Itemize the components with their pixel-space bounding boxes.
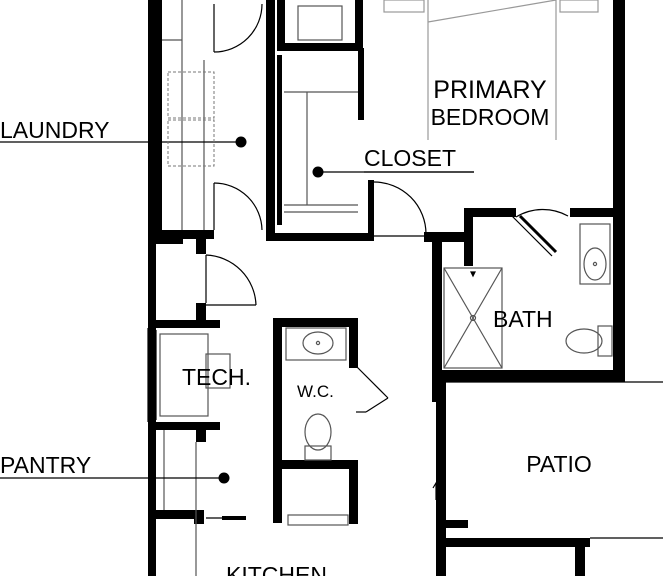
door-wc-leaf-b xyxy=(365,397,389,413)
tech-desk xyxy=(159,333,209,417)
wc-sink-drain xyxy=(315,340,321,346)
wall-bath-top-right xyxy=(570,208,625,217)
wall-wc-right-b xyxy=(349,460,358,524)
label-kitchen: KITCHEN xyxy=(226,562,327,576)
label-wc: W.C. xyxy=(297,382,334,401)
wall-pantry-bottom-a xyxy=(148,510,198,519)
pantry-dot xyxy=(218,472,230,484)
wall-pantry-bottom-b xyxy=(194,510,204,524)
wc-toilet-tank xyxy=(304,445,332,461)
wall-tech-top xyxy=(148,320,220,328)
bath-toilet-bowl xyxy=(565,328,603,354)
bath-toilet-tank xyxy=(597,325,613,357)
label-bedroom: BEDROOM xyxy=(431,104,550,130)
door-closet-swing xyxy=(373,181,427,235)
wall-wc-mid xyxy=(282,460,358,469)
wc-sink xyxy=(302,331,334,355)
washer-dryer xyxy=(167,71,215,167)
wall-upper-closet-left xyxy=(277,0,285,48)
wc-lower-shelf xyxy=(287,514,349,526)
wall-tech-left-post xyxy=(196,236,206,254)
bed-outline xyxy=(383,0,599,140)
wall-laundry-left xyxy=(148,0,162,236)
door-bath-leaf-a xyxy=(511,215,553,257)
door-bath-swing xyxy=(515,208,569,218)
room-labels: LAUNDRY PRIMARY BEDROOM CLOSET BATH TECH… xyxy=(0,76,592,576)
shower-diag-b xyxy=(443,267,503,369)
wall-closet-inner xyxy=(277,55,282,225)
wall-bath-bottom xyxy=(442,370,625,382)
wall-tech-nib xyxy=(196,303,206,325)
patio-arrow-head xyxy=(432,481,440,489)
laundry-dot xyxy=(235,136,247,148)
wall-upper-closet-bottom xyxy=(277,43,363,51)
walls xyxy=(148,0,625,576)
label-laundry: LAUNDRY xyxy=(0,117,110,143)
wall-bath-left xyxy=(432,240,442,402)
bath-sink xyxy=(583,247,607,281)
upper-closet-shelf xyxy=(297,5,343,41)
bath-sink-drain xyxy=(592,261,598,267)
wall-wc-top xyxy=(273,318,357,327)
label-tech: TECH. xyxy=(182,364,251,390)
wall-laundry-bottom xyxy=(148,230,214,239)
wall-bath-nib xyxy=(464,208,473,266)
wall-bath-top xyxy=(464,208,516,217)
tech-desk-inner xyxy=(205,353,231,389)
wc-toilet-bowl xyxy=(304,413,332,451)
wall-tech-bottom xyxy=(148,422,220,430)
wall-closet-right-b xyxy=(368,180,374,241)
label-pantry: PANTRY xyxy=(0,452,91,478)
wall-closet-right-a xyxy=(358,48,364,120)
wall-upper-closet-right xyxy=(355,0,363,48)
wall-wc-right-a xyxy=(349,318,358,368)
room-dots xyxy=(218,136,324,484)
door-laundry-top-swing xyxy=(213,3,263,53)
door-bath-leaf-b xyxy=(518,214,558,254)
door-wc-leaf-a xyxy=(355,365,389,399)
wall-wc-left xyxy=(273,318,282,523)
shower-drain xyxy=(469,314,477,322)
dryer-outline xyxy=(167,71,215,119)
wall-bedroom-right xyxy=(613,0,625,382)
wall-closet-bottom xyxy=(266,233,374,241)
shower-outline xyxy=(443,267,503,369)
wall-bath-top-left xyxy=(424,232,466,242)
wall-patio-step-v xyxy=(575,538,585,576)
shower-valve xyxy=(470,271,476,278)
wall-patio-bottom xyxy=(440,520,468,528)
washer-outline xyxy=(167,119,215,167)
bath-vanity xyxy=(579,223,611,285)
wall-laundry-closet xyxy=(266,0,275,240)
wall-pantry-right xyxy=(196,430,206,442)
label-patio: PATIO xyxy=(526,451,592,477)
wall-patio-lower xyxy=(436,545,446,576)
label-closet: CLOSET xyxy=(364,145,456,171)
label-primary: PRIMARY xyxy=(433,76,547,104)
closet-dot xyxy=(312,166,324,178)
wall-patio-step-h xyxy=(446,538,590,547)
door-tech-swing xyxy=(205,254,257,306)
wall-patio-left xyxy=(436,380,446,576)
door-laundry-bottom-swing xyxy=(213,182,263,231)
wc-vanity xyxy=(285,327,347,361)
label-bath: BATH xyxy=(493,306,553,332)
wall-tech-left-nib xyxy=(148,236,183,244)
